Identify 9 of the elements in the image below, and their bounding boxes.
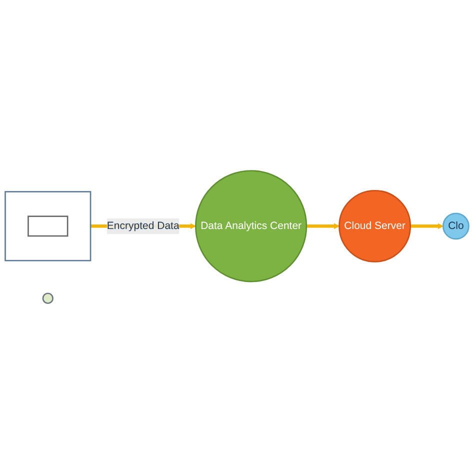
node-circle: Cloud Server	[338, 190, 411, 262]
node-circle: Clo	[442, 212, 470, 240]
arrow	[306, 223, 340, 230]
cluster	[4, 191, 92, 262]
node-box	[28, 216, 68, 237]
edge-label: Encrypted Data	[106, 220, 180, 232]
arrow	[410, 223, 444, 230]
node-circle	[42, 292, 54, 304]
node-circle: Data Analytics Center	[195, 170, 308, 282]
